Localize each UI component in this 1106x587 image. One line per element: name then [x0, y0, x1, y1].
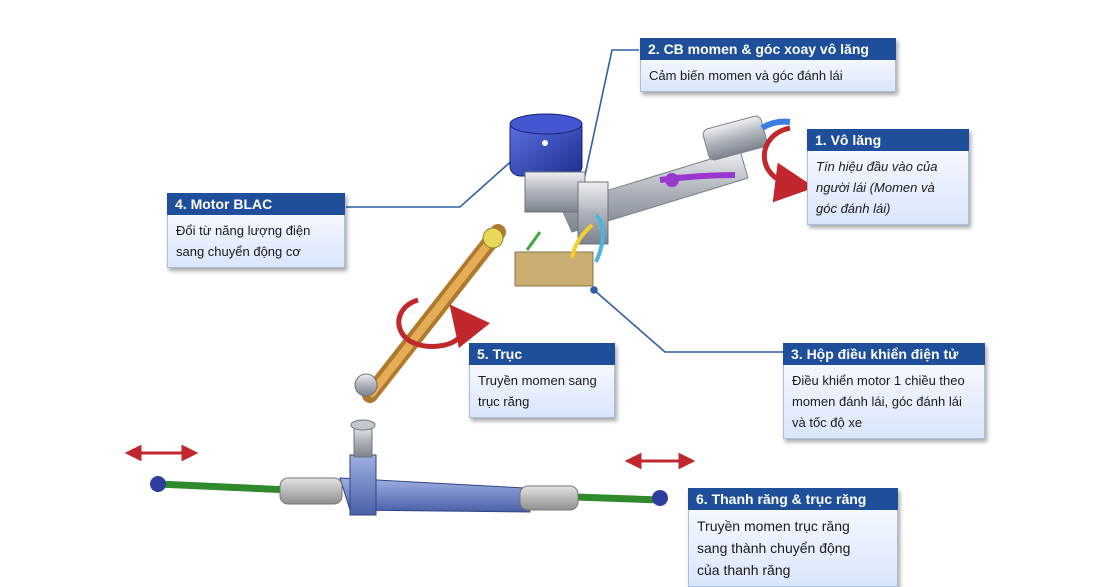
- intermediate-shaft: [354, 224, 506, 403]
- callout-text: sang chuyển động cơ: [176, 244, 301, 259]
- callout-text: sang thành chuyển động: [697, 540, 851, 556]
- ecu-box: [514, 213, 605, 287]
- callout-text: Cảm biến momen và góc đánh lái: [649, 68, 843, 83]
- callout-text: của thanh răng: [697, 562, 791, 578]
- rotation-arrow-shaft: [396, 297, 491, 349]
- callout-title: 4. Motor BLAC: [167, 193, 345, 215]
- callout-text: góc đánh lái): [816, 201, 891, 216]
- leader-line-c2: [577, 49, 639, 209]
- callout-title: 3. Hộp điều khiển điện tử: [783, 343, 985, 365]
- leader-line-c3: [593, 289, 783, 353]
- callout-text: người lái (Momen và: [816, 180, 935, 195]
- callout-text: và tốc độ xe: [792, 415, 863, 430]
- callout-text: Truyền momen trục răng: [697, 518, 850, 534]
- callout-rack: 6. Thanh răng & trục răng Truyền momen t…: [688, 488, 898, 587]
- callout-shaft: 5. Trục Truyền momen sang trục răng: [469, 343, 615, 418]
- callout-text: Truyền momen sang: [478, 373, 597, 388]
- callout-steering-wheel: 1. Vô lăng Tín hiệu đầu vào của người lá…: [807, 129, 969, 225]
- callout-title: 2. CB momen & góc xoay vô lăng: [640, 38, 896, 60]
- callout-text: Điều khiển motor 1 chiều theo: [792, 373, 965, 388]
- rotation-arrow-steering: [761, 125, 815, 203]
- callout-title: 5. Trục: [469, 343, 615, 365]
- callout-text: momen đánh lái, góc đánh lái: [792, 394, 962, 409]
- callout-ecu: 3. Hộp điều khiển điện tử Điều khiển mot…: [783, 343, 985, 439]
- rotation-arrow-icon: [396, 125, 815, 349]
- callout-text: trục răng: [478, 394, 530, 409]
- callout-title: 6. Thanh răng & trục răng: [688, 488, 898, 510]
- callout-title: 1. Vô lăng: [807, 129, 969, 151]
- callout-text: Tín hiệu đầu vào của: [816, 159, 938, 174]
- leader-line-c4: [346, 139, 536, 208]
- rack-and-pinion: [150, 419, 668, 516]
- callout-text: Đổi từ năng lượng điện: [176, 223, 311, 238]
- callout-motor: 4. Motor BLAC Đổi từ năng lượng điện san…: [167, 193, 345, 268]
- motor-blac: [509, 113, 609, 245]
- callout-torque-sensor: 2. CB momen & góc xoay vô lăng Cảm biến …: [640, 38, 896, 92]
- double-arrow-icon: [124, 444, 696, 470]
